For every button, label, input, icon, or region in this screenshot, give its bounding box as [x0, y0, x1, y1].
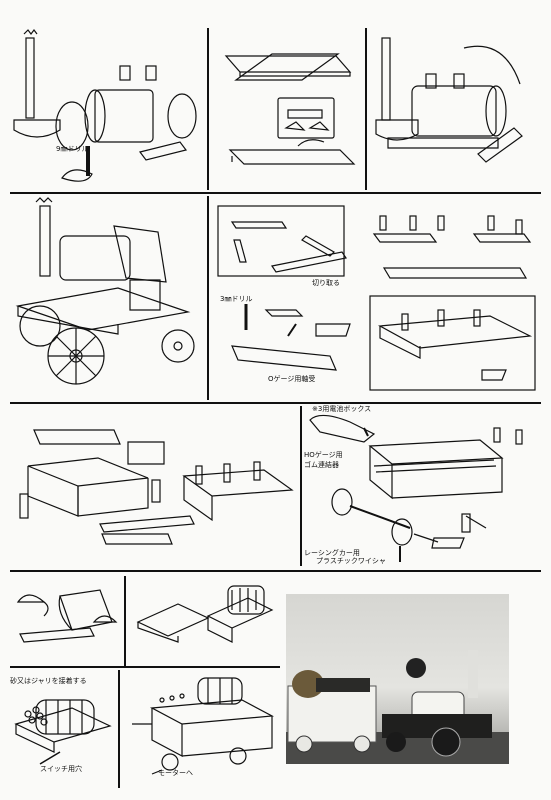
label-plastic-washer: プラスチックワイシャ	[316, 557, 386, 565]
label-racing-car: レーシングカー用	[304, 549, 360, 557]
diagram-tender-wheels: ※3用電池ボックス HOゲージ用 ゴム連結器 レーシングカー用 プラスチックワイ…	[304, 406, 541, 566]
diagram-chassis-frame	[212, 28, 362, 190]
diagram-curved-roof	[10, 576, 122, 664]
diagram-tender-motor: モーターへ	[122, 670, 282, 788]
label-drill-3mm: 3㎜ドリル	[220, 295, 253, 303]
diagram-boiler-parts: 9㎜ドリル	[10, 28, 205, 190]
divider-row1-left	[207, 28, 209, 190]
label-rubber-connector: ゴム連結器	[304, 461, 339, 469]
divider-h3	[10, 570, 541, 572]
diagram-tender-top	[128, 576, 280, 664]
finished-model-photo	[286, 594, 509, 764]
diagram-barrel-sand: 砂又はジャリを接着する スイッチ用穴	[10, 670, 116, 788]
diagram-locomotive-assembly	[10, 196, 205, 400]
divider-row2	[207, 196, 209, 400]
label-drill-9mm: 9㎜ドリル	[56, 145, 89, 153]
diagram-tender-panels	[10, 406, 298, 566]
label-battery-box: ※3用電池ボックス	[312, 405, 372, 413]
diagram-boiler-assembly	[368, 28, 541, 190]
label-sand-gravel: 砂又はジャリを接着する	[10, 677, 87, 685]
divider-row4	[124, 576, 126, 666]
diagram-tender-frame	[364, 196, 541, 400]
label-switch-hole: スイッチ用穴	[40, 765, 82, 773]
divider-row3	[300, 406, 302, 566]
label-o-gauge-axle: Oゲージ用軸受	[268, 375, 316, 383]
divider-h1	[10, 192, 541, 194]
divider-h4	[10, 666, 280, 668]
diagram-axle-bearings: 切り取る 3㎜ドリル Oゲージ用軸受	[212, 196, 362, 400]
divider-row5	[118, 670, 120, 788]
divider-h2	[10, 402, 541, 404]
label-cut-off: 切り取る	[312, 279, 340, 287]
divider-row1-right	[365, 28, 367, 190]
label-ho-gauge: HOゲージ用	[304, 451, 343, 459]
label-to-motor: モーターへ	[158, 769, 193, 777]
